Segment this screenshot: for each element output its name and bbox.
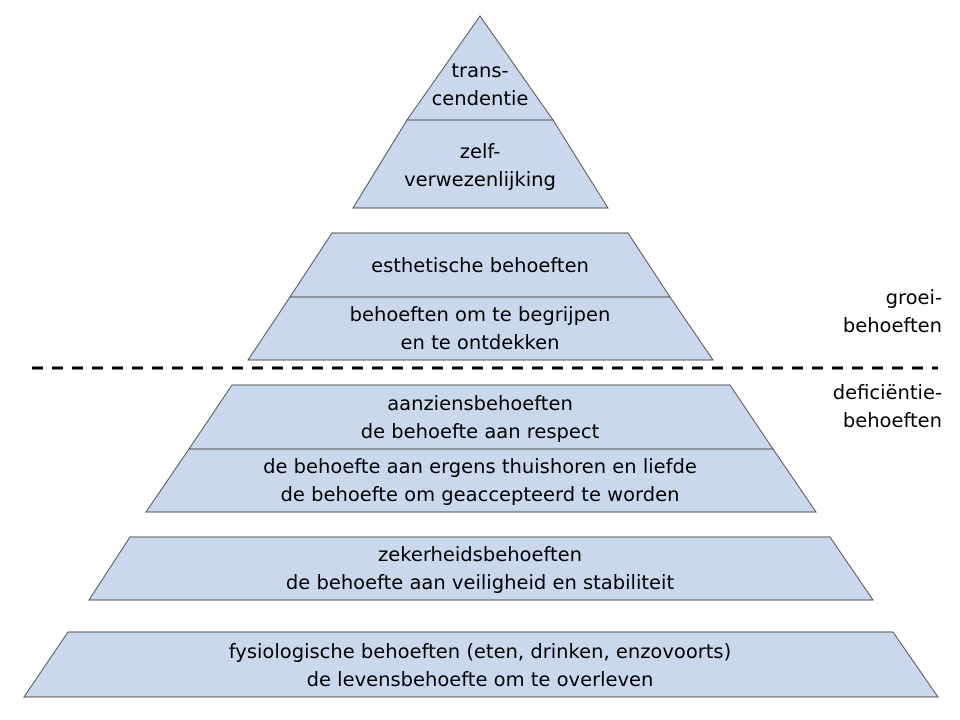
label-line: zekerheidsbehoeften: [378, 543, 582, 566]
tier-zekerheid-label: zekerheidsbehoeften de behoefte aan veil…: [130, 541, 830, 597]
label-line: en te ontdekken: [400, 331, 560, 354]
label-line: de behoefte aan veiligheid en stabilitei…: [285, 571, 675, 594]
tier-fysiologisch-shape: [23, 631, 939, 698]
label-line: esthetische behoeften: [371, 254, 589, 277]
label-line: groei-: [885, 286, 942, 309]
growth-needs-label: groei- behoeften: [780, 284, 942, 340]
deficiency-needs-label: deficiëntie- behoeften: [780, 379, 942, 435]
tier-begrijpen-shape: [247, 296, 714, 361]
tier-fysiologisch-label: fysiologische behoeften (eten, drinken, …: [80, 638, 880, 694]
tier-esthetische-label: esthetische behoeften: [300, 252, 660, 280]
label-line: de behoefte aan ergens thuishoren en lie…: [263, 455, 697, 478]
label-line: de behoefte aan respect: [360, 420, 600, 443]
label-line: fysiologische behoeften (eten, drinken, …: [228, 640, 732, 663]
label-line: aanziensbehoeften: [387, 392, 573, 415]
label-line: deficiëntie-: [832, 381, 942, 404]
label-line: zelf-: [459, 140, 501, 163]
tier-transcendentie-label: trans- cendentie: [380, 57, 580, 113]
label-line: cendentie: [431, 87, 529, 110]
tier-liefde-shape: [145, 448, 817, 513]
label-line: behoeften: [842, 409, 942, 432]
label-line: de behoefte om geaccepteerd te worden: [280, 483, 680, 506]
tier-zelfverwezenlijking-shape: [352, 119, 609, 209]
label-line: behoeften om te begrijpen: [349, 303, 611, 326]
label-line: behoeften: [842, 314, 942, 337]
tier-liefde-label: de behoefte aan ergens thuishoren en lie…: [170, 453, 790, 509]
tier-zekerheid-shape: [88, 536, 874, 601]
label-line: verwezenlijking: [404, 168, 556, 191]
label-line: de levensbehoefte om te overleven: [306, 668, 654, 691]
tier-begrijpen-label: behoeften om te begrijpen en te ontdekke…: [280, 301, 680, 357]
label-line: trans-: [451, 59, 509, 82]
tier-aanzien-label: aanziensbehoeften de behoefte aan respec…: [230, 390, 730, 446]
tier-zelfverwezenlijking-label: zelf- verwezenlijking: [355, 138, 605, 194]
